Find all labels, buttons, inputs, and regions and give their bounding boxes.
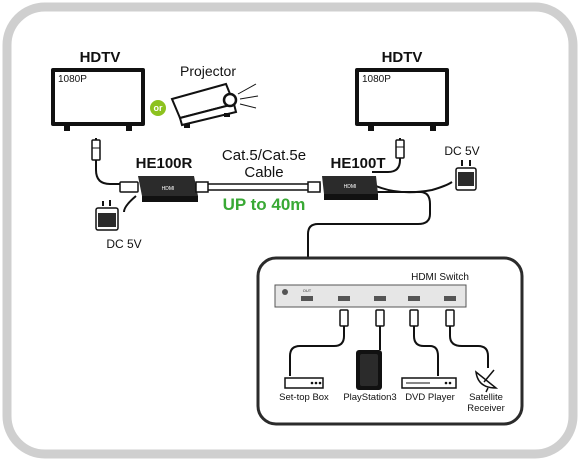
- right-tv-hdmi-plug: [395, 139, 405, 159]
- cable-type-label: Cat.5/Cat.5e: [222, 147, 306, 164]
- transmitter-power-adapter-icon: [455, 160, 477, 191]
- receiver-device: [119, 176, 198, 202]
- switch-input-cables: [289, 318, 489, 376]
- source-label-playstation3: PlayStation3: [343, 392, 396, 403]
- cables: [95, 138, 453, 260]
- right-hdtv-icon: [355, 68, 449, 131]
- projector-icon: [170, 82, 259, 128]
- transmitter-face-text: HDMI: [344, 184, 357, 190]
- cable-word-label: Cable: [244, 164, 283, 181]
- cat5-cable: [195, 181, 321, 193]
- receiver-power-adapter-icon: [95, 200, 119, 231]
- dvd-player-icon: [401, 377, 457, 389]
- switch-device: [274, 284, 467, 308]
- switch-out-label: OUT: [303, 288, 312, 293]
- playstation3-icon: [356, 350, 382, 390]
- source-label-set-top-box: Set-top Box: [279, 392, 329, 403]
- projector-label: Projector: [180, 63, 236, 79]
- or-badge-text: or: [154, 103, 163, 113]
- receiver-power-label: DC 5V: [106, 237, 141, 251]
- switch-title: HDMI Switch: [411, 272, 469, 283]
- right-hdtv-resolution: 1080P: [362, 74, 391, 85]
- source-label-receiver: Receiver: [467, 403, 505, 414]
- left-hdtv-resolution: 1080P: [58, 74, 87, 85]
- source-label-satellite: Satellite: [469, 392, 503, 403]
- left-hdtv-icon: [51, 68, 145, 131]
- left-hdtv-title: HDTV: [80, 49, 121, 66]
- switch-input-plugs: [339, 309, 455, 327]
- set-top-box-icon: [284, 377, 324, 389]
- right-hdtv-title: HDTV: [382, 49, 423, 66]
- source-label-dvd-player: DVD Player: [405, 392, 455, 403]
- transmitter-power-label: DC 5V: [444, 144, 479, 158]
- transmitter-device: [322, 176, 378, 200]
- cable-distance-label: UP to 40m: [223, 195, 306, 214]
- or-badge: [150, 100, 166, 116]
- receiver-model: HE100R: [136, 155, 193, 172]
- receiver-face-text: HDMI: [162, 186, 175, 192]
- left-tv-hdmi-plug: [91, 139, 101, 161]
- transmitter-model: HE100T: [330, 155, 385, 172]
- satellite-dish-icon: [475, 369, 499, 393]
